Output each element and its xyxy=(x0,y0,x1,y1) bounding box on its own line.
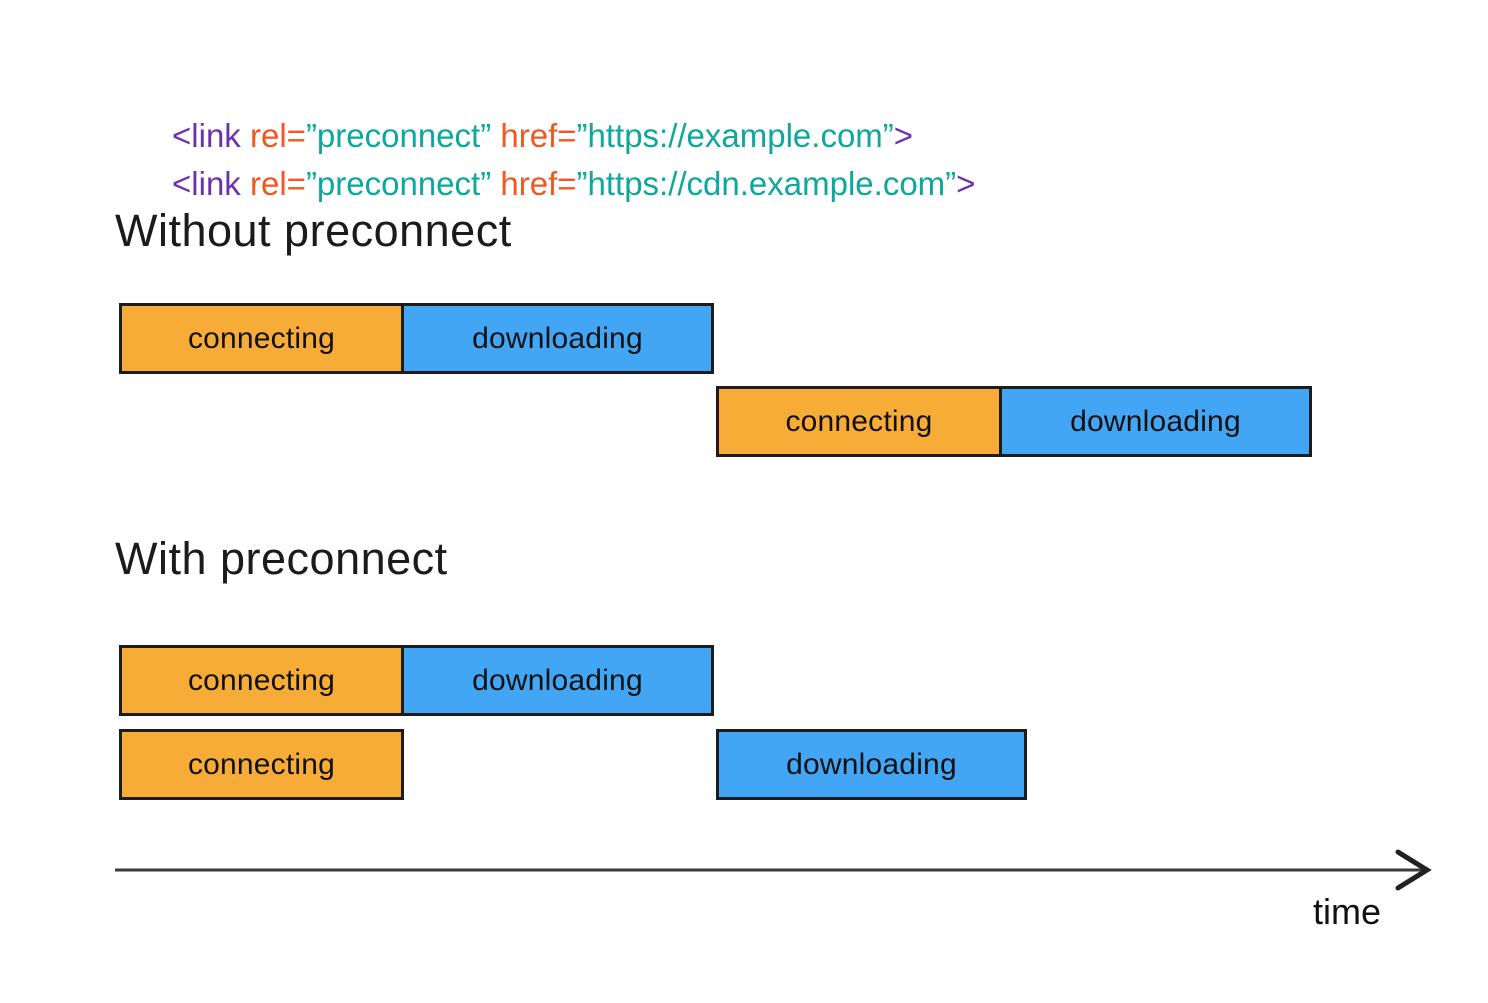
code-attr-rel: rel= xyxy=(240,165,306,202)
code-line-1: <link rel=”preconnect” href=”https://exa… xyxy=(117,64,975,154)
timeline-bar-downloading: downloading xyxy=(999,386,1312,457)
section-title-without-preconnect: Without preconnect xyxy=(115,205,512,256)
timeline-bar-connecting: connecting xyxy=(119,645,404,716)
time-axis-arrowhead-icon xyxy=(1395,849,1432,891)
code-tag-open: <link xyxy=(172,165,241,202)
time-axis xyxy=(115,849,1432,891)
code-line-2: <link rel=”preconnect” href=”https://cdn… xyxy=(117,112,975,202)
code-snippet: <link rel=”preconnect” href=”https://exa… xyxy=(117,64,975,202)
code-value-preconnect: ”preconnect” xyxy=(305,165,492,202)
code-value-url: ”https://cdn.example.com” xyxy=(576,165,957,202)
time-axis-label: time xyxy=(1313,891,1382,932)
code-tag-close: > xyxy=(893,117,914,154)
code-tag-open: <link xyxy=(172,117,241,154)
code-value-url: ”https://example.com” xyxy=(576,117,894,154)
code-tag-close: > xyxy=(956,165,976,202)
timeline-bar-downloading: downloading xyxy=(401,645,714,716)
timeline-bar-downloading: downloading xyxy=(401,303,714,374)
timeline-bar-connecting: connecting xyxy=(119,729,404,800)
code-value-preconnect: ”preconnect” xyxy=(305,117,492,154)
timeline-bar-connecting: connecting xyxy=(716,386,1002,457)
timeline-bar-downloading: downloading xyxy=(716,729,1027,800)
code-attr-href: href= xyxy=(491,117,577,154)
code-attr-rel: rel= xyxy=(240,117,306,154)
section-title-with-preconnect: With preconnect xyxy=(115,533,448,584)
timeline-bar-connecting: connecting xyxy=(119,303,404,374)
code-attr-href: href= xyxy=(491,165,577,202)
